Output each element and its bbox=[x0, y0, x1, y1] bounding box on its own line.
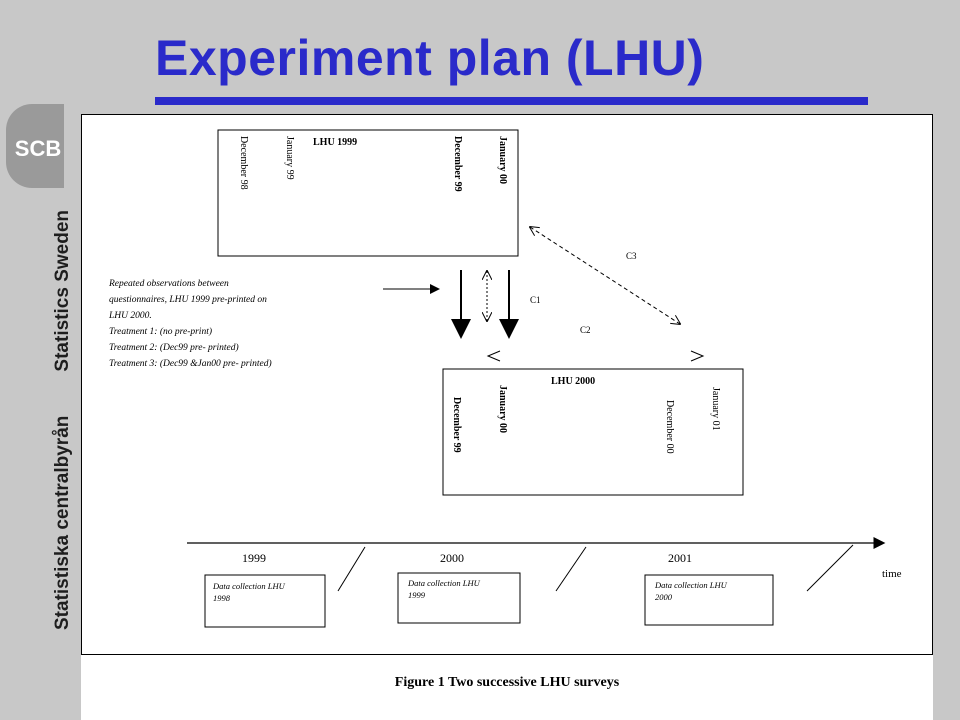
data-collection-1999: Data collection LHU 1999 bbox=[397, 572, 521, 624]
scb-logo: SCB bbox=[6, 104, 64, 188]
figure-caption: Figure 1 Two successive LHU surveys bbox=[394, 675, 620, 690]
box-1999-title: LHU 1999 bbox=[313, 137, 357, 148]
timeline-tick-3 bbox=[806, 544, 854, 592]
timeline-tick-2 bbox=[555, 546, 587, 592]
label-c3: C3 bbox=[626, 251, 637, 261]
timeline-year-2000: 2000 bbox=[440, 551, 464, 565]
box-2000-label-4: January 01 bbox=[710, 387, 721, 431]
timeline-year-2001: 2001 bbox=[668, 551, 692, 565]
box-2000-label-1: December 99 bbox=[451, 397, 462, 453]
scb-logo-text: SCB bbox=[15, 136, 61, 161]
box-2000-title: LHU 2000 bbox=[551, 376, 595, 387]
note-line-2: questionnaires, LHU 1999 pre-printed on bbox=[109, 295, 267, 305]
c2-left-chevron bbox=[486, 350, 501, 362]
collection-3-line2: 2000 bbox=[655, 592, 673, 602]
note-line-1: Repeated observations between bbox=[108, 279, 229, 289]
collection-3-line1: Data collection LHU bbox=[654, 580, 728, 590]
org-name-en: Statistics Sweden bbox=[52, 210, 73, 372]
timeline-tick-1 bbox=[337, 546, 366, 592]
figure-panel: LHU 1999 December 98 January 99 December… bbox=[81, 114, 933, 720]
box-1999-label-4: January 00 bbox=[497, 136, 508, 184]
note-line-4: Treatment 1: (no pre-print) bbox=[109, 326, 212, 337]
box-1999-label-2: January 99 bbox=[284, 136, 295, 180]
box-1999-label-3: December 99 bbox=[452, 136, 463, 192]
note-line-3: LHU 2000. bbox=[108, 311, 152, 321]
collection-2-line2: 1999 bbox=[408, 590, 426, 600]
timeline-axis-label: time bbox=[882, 568, 902, 580]
arrow-c3 bbox=[530, 227, 680, 324]
note-line-6: Treatment 3: (Dec99 &Jan00 pre- printed) bbox=[109, 358, 272, 369]
collection-2-line1: Data collection LHU bbox=[407, 578, 481, 588]
c2-right-chevron bbox=[690, 350, 705, 362]
data-collection-2000: Data collection LHU 2000 bbox=[644, 574, 774, 626]
collection-1-line2: 1998 bbox=[213, 593, 231, 603]
org-name-vertical: Statistiska centralbyrån Statistics Swed… bbox=[52, 210, 74, 630]
org-name-sv: Statistiska centralbyrån bbox=[52, 415, 73, 630]
box-lhu-2000: LHU 2000 December 99 January 00 December… bbox=[442, 368, 744, 496]
slide-title: Experiment plan (LHU) bbox=[155, 30, 705, 86]
title-underline bbox=[155, 97, 868, 105]
collection-1-line1: Data collection LHU bbox=[212, 581, 286, 591]
data-collection-1998: Data collection LHU 1998 bbox=[204, 574, 326, 628]
box-2000-label-2: January 00 bbox=[497, 385, 508, 433]
box-2000-label-3: December 00 bbox=[664, 400, 675, 454]
label-c2: C2 bbox=[580, 325, 591, 335]
figure-frame: LHU 1999 December 98 January 99 December… bbox=[81, 114, 933, 655]
label-c1: C1 bbox=[530, 295, 541, 305]
treatment-note: Repeated observations between questionna… bbox=[108, 279, 272, 369]
note-line-5: Treatment 2: (Dec99 pre- printed) bbox=[109, 342, 239, 353]
timeline-year-1999: 1999 bbox=[242, 551, 266, 565]
box-1999-label-1: December 98 bbox=[238, 136, 249, 190]
box-lhu-1999: LHU 1999 December 98 January 99 December… bbox=[217, 129, 519, 257]
